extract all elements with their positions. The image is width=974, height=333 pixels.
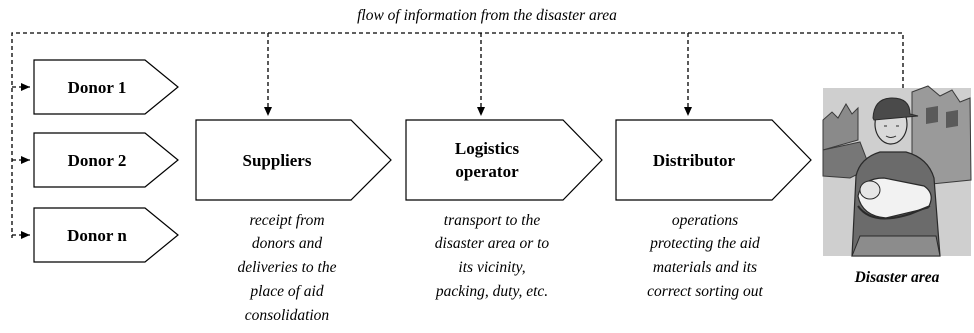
distributor-description: operations protecting the aid materials … — [647, 212, 763, 300]
donor-1-shape — [33, 59, 179, 115]
logistics-desc-line: disaster area or to — [435, 235, 550, 252]
logistics-title-line-1: Logistics — [455, 139, 520, 158]
logistics-desc-line: packing, duty, etc. — [435, 283, 548, 300]
flow-label: flow of information from the disaster ar… — [357, 7, 617, 24]
suppliers-desc-line: receipt from — [249, 212, 324, 229]
logistics-operator-shape — [405, 119, 603, 201]
suppliers-desc-line: place of aid — [249, 283, 323, 300]
ruins-window — [926, 106, 938, 124]
child-head — [859, 180, 881, 200]
distributor-desc-line: operations — [672, 212, 738, 229]
donor-2-shape — [33, 132, 179, 188]
donor-n-label: Donor n — [67, 226, 127, 245]
suppliers-desc-line: consolidation — [245, 307, 330, 324]
information-flow-lines — [11, 32, 904, 239]
distributor-shape — [615, 119, 812, 201]
logistics-title-line-2: operator — [455, 162, 519, 181]
donor-1-label: Donor 1 — [68, 78, 127, 97]
person-legs — [851, 235, 941, 257]
disaster-area-label: Disaster area — [854, 269, 940, 286]
donor-shapes — [33, 59, 179, 263]
logistics-desc-line: its vicinity, — [458, 259, 525, 276]
suppliers-desc-line: donors and — [252, 235, 322, 252]
distributor-desc-line: materials and its — [653, 259, 757, 276]
suppliers-description: receipt from donors and deliveries to th… — [238, 212, 337, 324]
suppliers-title: Suppliers — [243, 151, 312, 170]
distributor-desc-line: protecting the aid — [649, 235, 760, 252]
flow-top-line — [11, 32, 904, 238]
person-face — [884, 125, 899, 138]
ruins-window — [946, 110, 958, 128]
ruins-left — [822, 103, 859, 151]
logistics-desc-line: transport to the — [444, 212, 541, 229]
disaster-area-illustration — [822, 85, 972, 257]
distributor-title: Distributor — [653, 151, 736, 170]
donor-n-shape — [33, 207, 179, 263]
stage-shapes — [195, 119, 812, 201]
person-arm — [857, 205, 931, 220]
logistics-description: transport to the disaster area or to its… — [435, 212, 550, 300]
distributor-desc-line: correct sorting out — [647, 283, 763, 300]
donor-2-label: Donor 2 — [68, 151, 127, 170]
suppliers-desc-line: deliveries to the — [238, 259, 337, 276]
suppliers-shape — [195, 119, 392, 201]
person-cap — [872, 97, 919, 121]
